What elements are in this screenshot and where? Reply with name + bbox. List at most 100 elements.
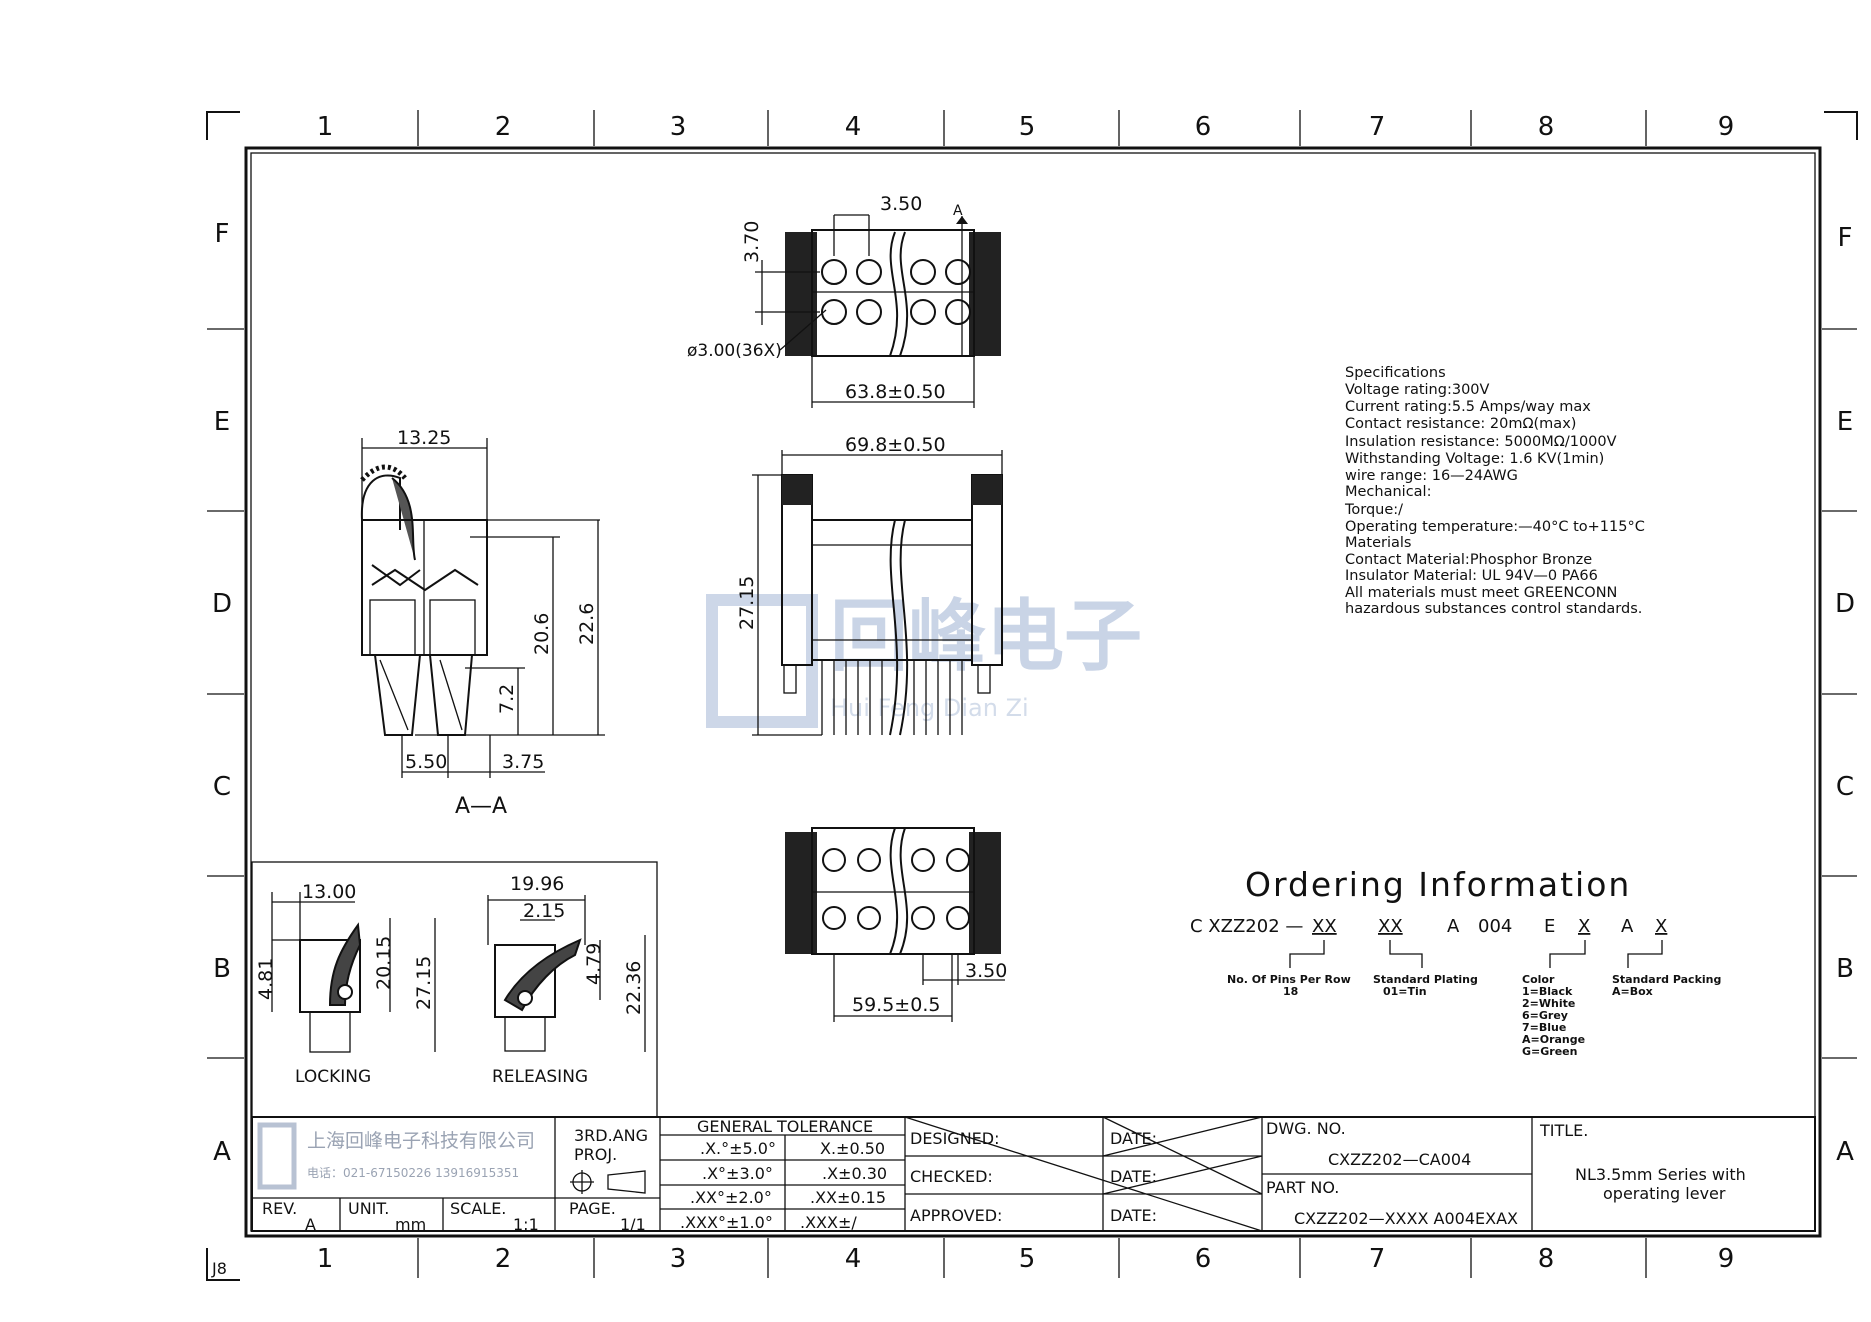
title-line-2: operating lever <box>1603 1184 1726 1203</box>
pins-value: 18 <box>1283 985 1298 998</box>
tolerance-title: GENERAL TOLERANCE <box>697 1117 873 1136</box>
rev-value: A <box>305 1215 316 1234</box>
code-004: 004 <box>1478 916 1512 937</box>
col-label-top: 3 <box>670 112 687 142</box>
packing-label: Standard Packing <box>1612 973 1721 986</box>
col-label-top: 5 <box>1019 112 1036 142</box>
top-view <box>755 214 1001 408</box>
pins-label: No. Of Pins Per Row <box>1227 973 1351 986</box>
spec-line: hazardous substances control standards. <box>1345 601 1642 617</box>
grid-ticks <box>207 110 1857 1278</box>
color-option: 1=Black <box>1522 985 1573 998</box>
dim-pitch: 3.50 <box>965 960 1007 982</box>
releasing-label: RELEASING <box>492 1067 588 1087</box>
section-view <box>360 438 605 778</box>
dim-width: 63.8±0.50 <box>845 381 946 403</box>
ordering-title: Ordering Information <box>1245 865 1631 904</box>
title-block: 上海回峰电子科技有限公司 电话：021-67150226 13916915351… <box>251 1116 1816 1234</box>
dim-b: 20.15 <box>373 936 395 990</box>
dim-w: 19.96 <box>510 873 564 895</box>
tolerance-cell: X.±0.50 <box>820 1139 885 1158</box>
tolerance-cell: .XX°±2.0° <box>690 1188 772 1207</box>
color-label: Color <box>1522 973 1555 986</box>
dim-row-pitch: 3.70 <box>741 221 763 263</box>
spec-line: Insulation resistance: 5000MΩ/1000V <box>1345 434 1617 450</box>
col-label-bottom: 5 <box>1019 1244 1036 1274</box>
tolerance-cell: .X.°±5.0° <box>700 1139 776 1158</box>
row-label-left: E <box>214 407 230 437</box>
color-option: A=Orange <box>1522 1033 1585 1046</box>
color-option: 6=Grey <box>1522 1009 1568 1022</box>
col-label-top: 4 <box>845 112 862 142</box>
date-label: DATE: <box>1110 1167 1157 1186</box>
spec-line: Operating temperature:—40°C to+115°C <box>1345 519 1645 535</box>
spec-line: Specifications <box>1345 365 1446 381</box>
row-label-left: B <box>213 954 231 984</box>
col-label-bottom: 6 <box>1195 1244 1212 1274</box>
code-a: A <box>1447 916 1460 937</box>
bottom-view-dims: 3.50 59.5±0.5 <box>852 960 1007 1016</box>
page-value: 1/1 <box>620 1215 646 1234</box>
code-packing: X <box>1655 916 1667 937</box>
col-label-top: 2 <box>495 112 512 142</box>
col-label-bottom: 7 <box>1369 1244 1386 1274</box>
spec-line: Withstanding Voltage: 1.6 KV(1min) <box>1345 451 1604 467</box>
row-label-right: C <box>1836 772 1854 802</box>
drawing-border-inner <box>250 152 1816 1232</box>
spec-line: Voltage rating:300V <box>1345 382 1490 398</box>
code-a2: A <box>1621 916 1634 937</box>
sheet-code: J8 <box>211 1259 227 1278</box>
color-option: G=Green <box>1522 1045 1577 1058</box>
dim-width: 59.5±0.5 <box>852 994 940 1016</box>
company-name: 上海回峰电子科技有限公司 <box>307 1130 535 1152</box>
row-label-left: C <box>213 772 231 802</box>
code-pins: XX <box>1312 916 1337 937</box>
spec-line: Contact resistance: 20mΩ(max) <box>1345 416 1576 432</box>
col-label-top: 7 <box>1369 112 1386 142</box>
dim-pin1: 5.50 <box>405 751 447 773</box>
proj-label-2: PROJ. <box>574 1145 617 1164</box>
col-label-top: 1 <box>317 112 334 142</box>
unit-label: UNIT. <box>348 1199 389 1218</box>
watermark-text: 回峰电子 <box>830 592 1142 682</box>
specifications: Specifications Voltage rating:300V Curre… <box>1344 365 1645 617</box>
designed-label: DESIGNED: <box>910 1129 1000 1148</box>
company-phone: 电话：021-67150226 13916915351 <box>307 1166 519 1180</box>
section-label: A—A <box>455 794 507 819</box>
col-label-bottom: 3 <box>670 1244 687 1274</box>
dim-h3: 7.2 <box>496 684 518 714</box>
unit-value: mm <box>395 1215 426 1234</box>
proj-label-1: 3RD.ANG <box>574 1126 648 1145</box>
spec-line: Current rating:5.5 Amps/way max <box>1345 399 1591 415</box>
date-label: DATE: <box>1110 1206 1157 1225</box>
row-label-right: E <box>1837 407 1853 437</box>
spec-line: All materials must meet GREENCONN <box>1345 585 1617 601</box>
locking-label: LOCKING <box>295 1067 371 1087</box>
row-label-right: D <box>1835 589 1855 619</box>
spec-line: Materials <box>1345 535 1411 551</box>
part-value: CXZZ202—XXXX A004EXAX <box>1294 1209 1518 1228</box>
color-option: 2=White <box>1522 997 1575 1010</box>
tolerance-cell: .XXX±/ <box>800 1213 857 1232</box>
row-label-right: F <box>1838 223 1853 253</box>
row-label-left: A <box>213 1137 231 1167</box>
code-prefix: C XZZ202 — <box>1190 916 1303 937</box>
dim-c: 27.15 <box>413 956 435 1010</box>
page-label: PAGE. <box>569 1199 616 1218</box>
dim-h1: 20.6 <box>531 613 553 655</box>
spec-line: Insulator Material: UL 94V—0 PA66 <box>1345 568 1598 584</box>
section-mark: A <box>953 203 963 219</box>
scale-value: 1:1 <box>513 1215 539 1234</box>
dim-width: 13.25 <box>397 427 451 449</box>
dim-a: 4.79 <box>583 943 605 985</box>
code-color: X <box>1578 916 1590 937</box>
col-label-bottom: 8 <box>1538 1244 1555 1274</box>
drawing-border <box>244 146 1822 1238</box>
releasing-view-dims: 19.96 2.15 4.79 22.36 RELEASING <box>492 873 645 1087</box>
date-label: DATE: <box>1110 1129 1157 1148</box>
packing-value: A=Box <box>1612 985 1653 998</box>
approved-label: APPROVED: <box>910 1206 1002 1225</box>
front-view-dims: 69.8±0.50 27.15 <box>736 434 946 630</box>
row-label-left: D <box>212 589 232 619</box>
